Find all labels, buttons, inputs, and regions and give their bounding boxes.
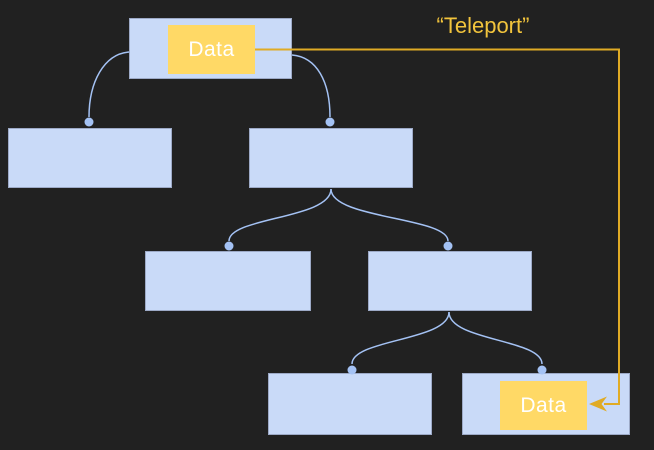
- connector-l2right-to-l3-left: [351, 311, 450, 365]
- tree-node-level1-right: [249, 128, 413, 188]
- teleport-label: “Teleport”: [436, 13, 530, 38]
- tree-node-level3-right: Data: [462, 373, 630, 435]
- connector-root-to-l1-left: [88, 51, 130, 118]
- data-badge-label: Data: [520, 393, 567, 417]
- connector-dot: [224, 241, 234, 251]
- tree-node-root: Data: [129, 18, 292, 79]
- connector-l1right-to-l2-left: [228, 188, 332, 242]
- data-badge: Data: [168, 25, 255, 74]
- connector-l1right-to-l2-right: [330, 188, 449, 242]
- data-badge-label: Data: [188, 37, 235, 61]
- tree-node-level2-left: [145, 251, 311, 311]
- connector-dot: [84, 117, 94, 127]
- tree-node-level1-left: [8, 128, 172, 188]
- teleport-line: [255, 48, 620, 405]
- tree-node-level3-left: [268, 373, 432, 435]
- tree-node-level2-right: [368, 251, 532, 311]
- data-badge: Data: [500, 381, 587, 430]
- connector-root-to-l1-right: [291, 54, 331, 118]
- connector-dot: [443, 241, 453, 251]
- connector-l2right-to-l3-right: [448, 311, 543, 365]
- connector-dot: [325, 117, 335, 127]
